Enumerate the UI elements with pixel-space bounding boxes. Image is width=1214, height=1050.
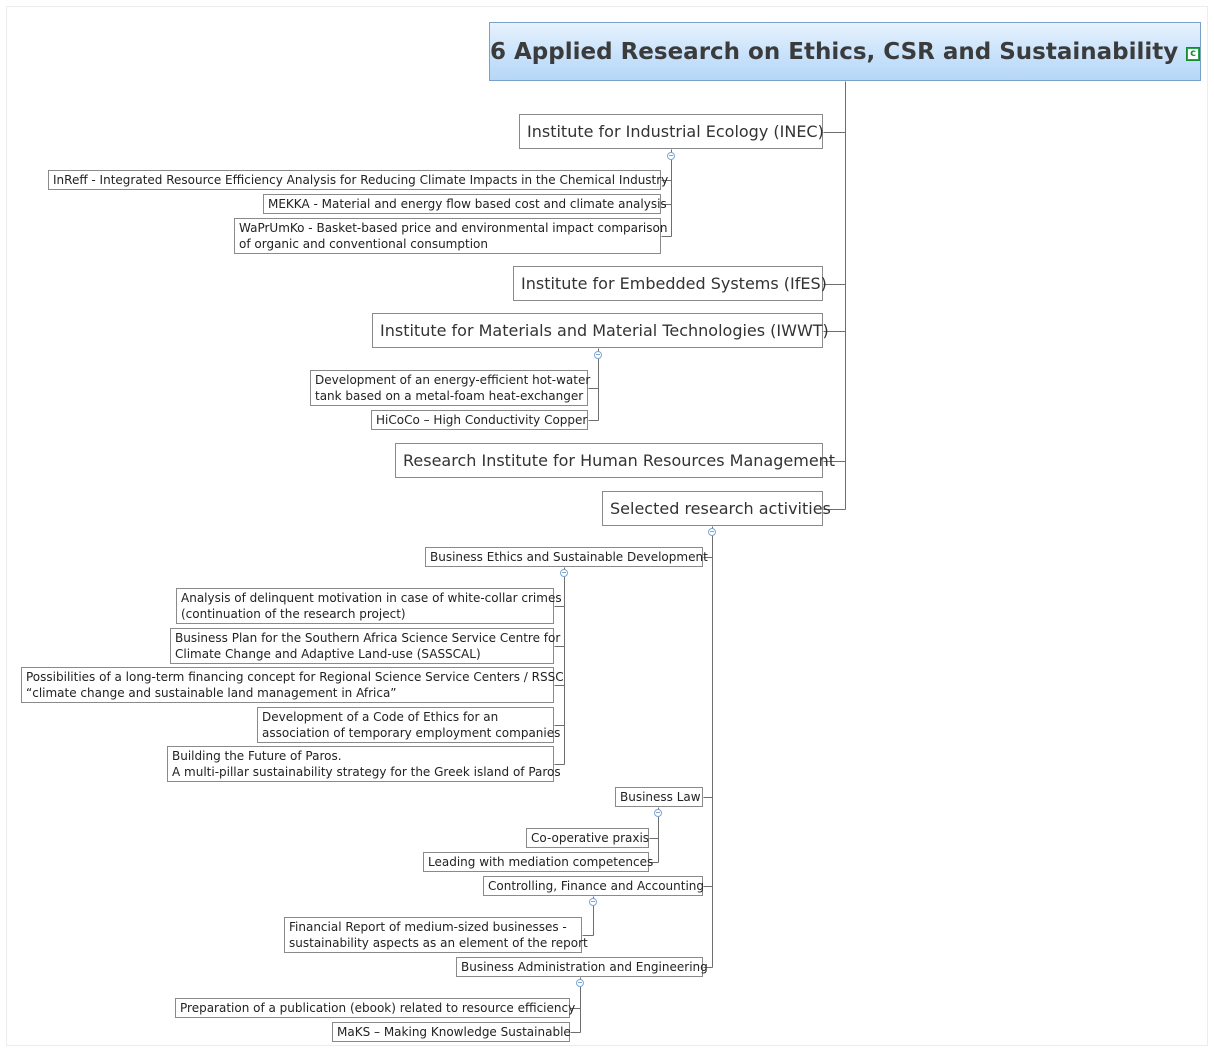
collapse-toggle-business-ethics[interactable] [560, 569, 568, 577]
collapse-toggle-iwwt[interactable] [594, 351, 602, 359]
subtopic-delinquent-motivation-line-2: (continuation of the research project) [181, 607, 406, 621]
subtopic-code-of-ethics-line-2: association of temporary employment comp… [262, 726, 561, 740]
subtopic-sasscal-business-plan[interactable]: Business Plan for the Southern Africa Sc… [170, 628, 561, 664]
subtopic-rssc-financing-line-2: “climate change and sustainable land man… [26, 686, 397, 700]
subtopic-paros-strategy[interactable]: Building the Future of Paros. A multi-pi… [167, 746, 561, 782]
subtopic-paros-strategy-line-1: Building the Future of Paros. [172, 749, 342, 763]
group-business-administration[interactable]: Business Administration and Engineering [456, 957, 708, 977]
central-topic[interactable]: 6 Applied Research on Ethics, CSR and Su… [489, 22, 1201, 81]
subtopic-delinquent-motivation-line-1: Analysis of delinquent motivation in cas… [181, 591, 562, 605]
group-controlling-finance[interactable]: Controlling, Finance and Accounting [483, 876, 704, 896]
subtopic-rssc-financing[interactable]: Possibilities of a long-term financing c… [21, 667, 564, 703]
group-business-ethics[interactable]: Business Ethics and Sustainable Developm… [425, 547, 708, 567]
subtopic-paros-strategy-line-2: A multi-pillar sustainability strategy f… [172, 765, 561, 779]
collapse-toggle-business-administration[interactable] [576, 979, 584, 987]
subtopic-co-operative-praxis[interactable]: Co-operative praxis [526, 828, 649, 848]
subtopic-sasscal-business-plan-line-1: Business Plan for the Southern Africa Sc… [175, 631, 561, 645]
subtopic-hot-water-tank[interactable]: Development of an energy-efficient hot-w… [310, 370, 591, 406]
topic-inec[interactable]: Institute for Industrial Ecology (INEC) [519, 114, 824, 149]
collapse-toggle-business-law[interactable] [654, 809, 662, 817]
subtopic-mediation-competences[interactable]: Leading with mediation competences [423, 852, 653, 872]
subtopic-financial-report-line-1: Financial Report of medium-sized busines… [289, 920, 567, 934]
subtopic-waprumko-line-2: of organic and conventional consumption [239, 237, 488, 251]
subtopic-mekka[interactable]: MEKKA - Material and energy flow based c… [263, 194, 667, 214]
subtopic-ebook-publication[interactable]: Preparation of a publication (ebook) rel… [175, 998, 575, 1018]
subtopic-financial-report-line-2: sustainability aspects as an element of … [289, 936, 588, 950]
subtopic-sasscal-business-plan-line-2: Climate Change and Adaptive Land-use (SA… [175, 647, 481, 661]
subtopic-financial-report[interactable]: Financial Report of medium-sized busines… [284, 917, 588, 953]
subtopic-waprumko[interactable]: WaPrUmKo - Basket-based price and enviro… [234, 218, 668, 254]
c-marker-icon[interactable]: c [1186, 46, 1200, 61]
collapse-toggle-inec[interactable] [667, 152, 675, 160]
topic-iwwt[interactable]: Institute for Materials and Material Tec… [372, 313, 829, 348]
collapse-toggle-selected[interactable] [708, 528, 716, 536]
collapse-toggle-controlling[interactable] [589, 898, 597, 906]
c-marker-letter: c [1188, 47, 1198, 59]
subtopic-hot-water-tank-line-1: Development of an energy-efficient hot-w… [315, 373, 591, 387]
subtopic-maks[interactable]: MaKS – Making Knowledge Sustainable [332, 1022, 571, 1042]
subtopic-code-of-ethics-line-1: Development of a Code of Ethics for an [262, 710, 499, 724]
subtopic-code-of-ethics[interactable]: Development of a Code of Ethics for an a… [257, 707, 561, 743]
topic-hr-management[interactable]: Research Institute for Human Resources M… [395, 443, 835, 478]
subtopic-hicoco[interactable]: HiCoCo – High Conductivity Copper [371, 410, 588, 430]
subtopic-rssc-financing-line-1: Possibilities of a long-term financing c… [26, 670, 564, 684]
topic-selected-research[interactable]: Selected research activities [602, 491, 831, 526]
subtopic-delinquent-motivation[interactable]: Analysis of delinquent motivation in cas… [176, 588, 562, 624]
group-business-law[interactable]: Business Law [615, 787, 703, 807]
subtopic-waprumko-line-1: WaPrUmKo - Basket-based price and enviro… [239, 221, 668, 235]
central-topic-title: 6 Applied Research on Ethics, CSR and Su… [490, 38, 1179, 65]
topic-ifes[interactable]: Institute for Embedded Systems (IfES) [513, 266, 827, 301]
subtopic-inreff[interactable]: InReff - Integrated Resource Efficiency … [48, 170, 668, 190]
subtopic-hot-water-tank-line-2: tank based on a metal-foam heat-exchange… [315, 389, 584, 403]
